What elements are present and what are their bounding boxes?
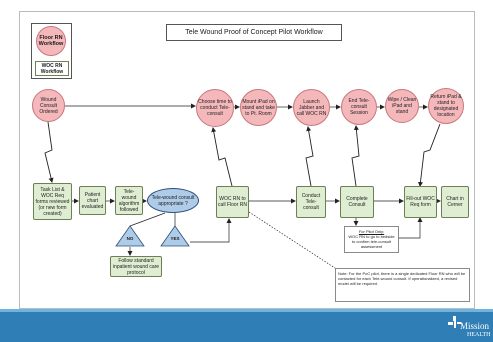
pilot-note: For Pilot Only: WOC RN to go to bedside …	[344, 226, 399, 253]
mission-cross-icon	[448, 316, 461, 328]
pilot-note-heading: For Pilot Only:	[358, 229, 385, 234]
node-choose-time: Choose time to conduct Tele-consult	[196, 89, 234, 127]
node-fill-out: Fill-out WOC Req form	[404, 186, 437, 218]
node-patient-chart: Patient chart evaluated	[79, 186, 106, 215]
node-wipe-clean: Wipe / Clean iPad and stand	[385, 89, 419, 123]
logo-text-mission: Mission	[460, 321, 490, 331]
decision-yes-label: YES	[170, 236, 180, 241]
footer-bar	[0, 309, 493, 342]
node-woc-call: WOC RN to call Floor RN	[216, 186, 249, 218]
decision-no-label: NO	[126, 236, 134, 241]
node-return-ipad: Return iPad & stand to designated locati…	[428, 88, 464, 124]
diagram-title: Tele Wound Proof of Concept Pilot Workfl…	[166, 24, 342, 41]
node-wound-consult: Wound Consult Ordered	[32, 89, 65, 122]
footer-stripe	[0, 309, 493, 312]
logo-text-health: HEALTH	[467, 332, 491, 338]
node-mount-ipad: Mount iPad on stand and take to Pt. Room	[240, 89, 277, 126]
mission-health-logo: Mission HEALTH	[448, 314, 493, 340]
legend-woc-rn: WOC RN Workflow	[35, 61, 69, 76]
slide-canvas	[19, 11, 475, 309]
node-follow-standard: Follow standard inpatient wound care pro…	[110, 256, 162, 277]
decision-no-triangle	[115, 225, 145, 247]
poc-note: Note: For the PoC pilot, there is a sing…	[335, 268, 470, 302]
node-conduct: Conduct Tele-consult	[296, 186, 326, 218]
node-launch-jabber: Launch Jabber and call WOC RN	[293, 89, 330, 126]
node-algorithm: Tele-wound algorithm followed	[115, 186, 143, 215]
pilot-note-body: WOC RN to go to bedside to confirm tele-…	[348, 234, 395, 249]
decision-yes-triangle	[160, 225, 190, 247]
legend-floor-rn: Floor RN Workflow	[36, 26, 66, 56]
node-chart-cerner: Chart in Cerner	[441, 186, 469, 218]
node-appropriate-decision: Tele-wound consult appropriate ?	[147, 188, 199, 213]
node-complete: Complete Consult	[340, 186, 374, 218]
node-task-list: Task List & WOC Req forms reviewed (or n…	[33, 183, 72, 220]
node-end-session: End Tele-consult Session	[341, 89, 377, 125]
